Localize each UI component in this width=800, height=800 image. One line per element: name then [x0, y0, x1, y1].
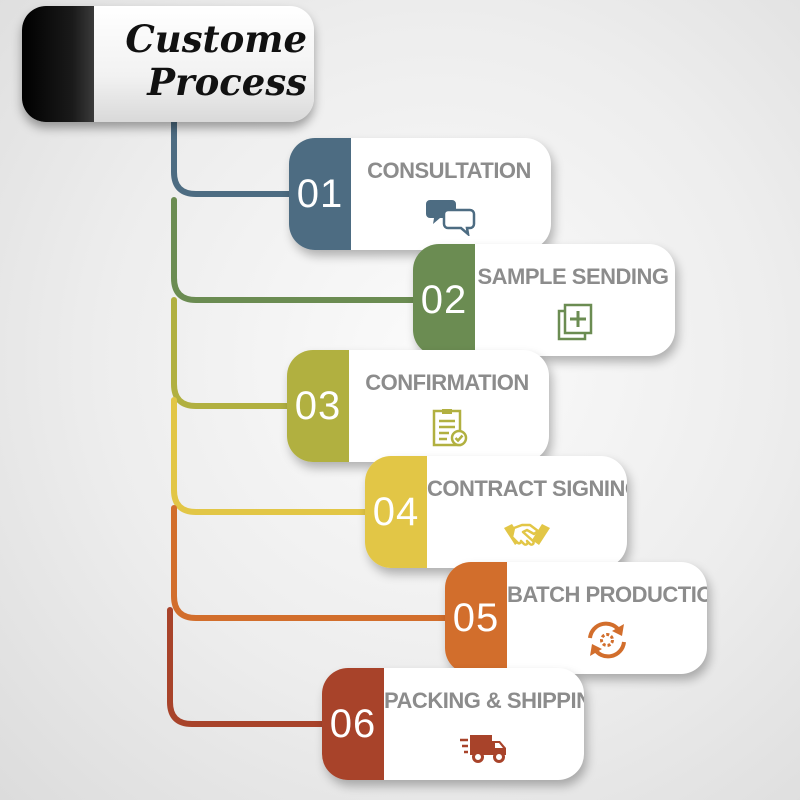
step-number: 05: [445, 562, 507, 674]
title-line-1: Custome: [125, 17, 307, 61]
delivery-truck-icon: [384, 726, 584, 766]
step-card-consultation: 01 CONSULTATION: [289, 138, 551, 250]
handshake-icon: [427, 514, 627, 554]
step-number: 06: [322, 668, 384, 780]
title-tab: [22, 6, 94, 122]
step-label: PACKING & SHIPPING: [384, 688, 584, 713]
page-title: Custome Process: [102, 18, 307, 104]
title-box: Custome Process: [22, 6, 314, 122]
step-label: SAMPLE SENDING: [477, 264, 669, 289]
add-documents-icon: [475, 302, 675, 342]
step-number: 03: [287, 350, 349, 462]
connector-line-06: [167, 607, 335, 727]
refresh-gear-icon: [507, 620, 707, 660]
step-card-packing-shipping: 06 PACKING & SHIPPING: [322, 668, 584, 780]
step-card-contract-signing: 04 CONTRACT SIGNING: [365, 456, 627, 568]
step-label: BATCH PRODUCTION: [507, 582, 707, 607]
chat-bubbles-icon: [351, 196, 551, 236]
step-label: CONFIRMATION: [365, 370, 529, 395]
step-card-confirmation: 03 CONFIRMATION: [287, 350, 549, 462]
connector-line-02: [171, 197, 426, 303]
step-card-batch-production: 05 BATCH PRODUCTION: [445, 562, 707, 674]
connector-line-01: [171, 119, 302, 197]
connector-line-03: [171, 297, 300, 409]
connector-line-04: [171, 397, 378, 515]
step-number: 04: [365, 456, 427, 568]
title-line-2: Process: [147, 60, 307, 104]
step-number: 02: [413, 244, 475, 356]
step-label: CONSULTATION: [367, 158, 531, 183]
step-card-sample-sending: 02 SAMPLE SENDING: [413, 244, 675, 356]
step-number: 01: [289, 138, 351, 250]
connector-line-05: [171, 505, 458, 621]
checklist-icon: [349, 408, 549, 448]
step-label: CONTRACT SIGNING: [427, 476, 627, 501]
